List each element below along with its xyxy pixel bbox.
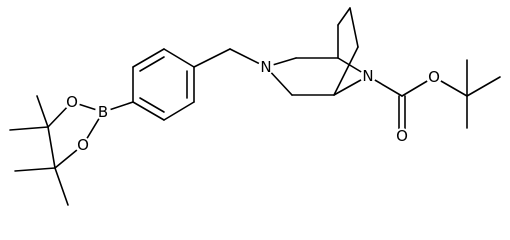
bond-methyl-4 bbox=[54, 167, 69, 206]
bond-tbu-methyl-2 bbox=[466, 76, 501, 97]
atom-boron: B bbox=[95, 103, 111, 121]
dioxaborolane-ring bbox=[47, 101, 104, 169]
atom-label-n-bridge: N bbox=[362, 67, 373, 85]
atom-nitrogen-bridge: N bbox=[360, 67, 376, 85]
bond-aryl-ch2 bbox=[193, 48, 231, 68]
atom-oxygen-lower: O bbox=[75, 136, 91, 154]
benzyl-linker bbox=[193, 48, 267, 68]
bond-ring-double-3 bbox=[139, 97, 165, 113]
pinacol-methyls bbox=[9, 95, 69, 206]
atom-label-b: B bbox=[98, 103, 108, 121]
bond-ethano-1 bbox=[337, 7, 351, 26]
structure-canvas: B O O N N O O bbox=[9, 7, 501, 206]
atom-label-n-ring: N bbox=[260, 58, 271, 76]
boc-group bbox=[367, 59, 501, 132]
bond-ring-6 bbox=[132, 101, 165, 121]
bond-bridgehead-2-ethano bbox=[333, 46, 359, 96]
atom-oxygen-ester: O bbox=[426, 68, 442, 86]
bicyclic-ring bbox=[265, 7, 369, 96]
bond-methyl-1 bbox=[36, 95, 49, 128]
bond-ethano-2 bbox=[349, 7, 359, 48]
bond-ring-5 bbox=[163, 101, 195, 121]
atom-nitrogen-ring: N bbox=[258, 58, 274, 76]
atom-labels: B O O N N O O bbox=[64, 58, 442, 154]
bond-ring-double-1 bbox=[139, 56, 165, 72]
atom-label-o-lower: O bbox=[77, 136, 89, 154]
atom-label-o-upper: O bbox=[66, 93, 78, 111]
molecule-drawing: B O O N N O O bbox=[9, 7, 501, 206]
atom-label-o-ester: O bbox=[428, 68, 440, 86]
bond-c-c-pinacol bbox=[47, 126, 56, 169]
atom-label-o-carbonyl: O bbox=[396, 127, 408, 145]
benzene-ring bbox=[102, 48, 195, 121]
bond-ring-3 bbox=[163, 48, 195, 68]
bond-methyl-3 bbox=[14, 167, 56, 172]
atom-oxygen-carbonyl: O bbox=[394, 127, 410, 145]
bond-ring-2 bbox=[132, 48, 165, 68]
atom-oxygen-upper: O bbox=[64, 93, 80, 111]
bond-methyl-2 bbox=[9, 126, 49, 131]
